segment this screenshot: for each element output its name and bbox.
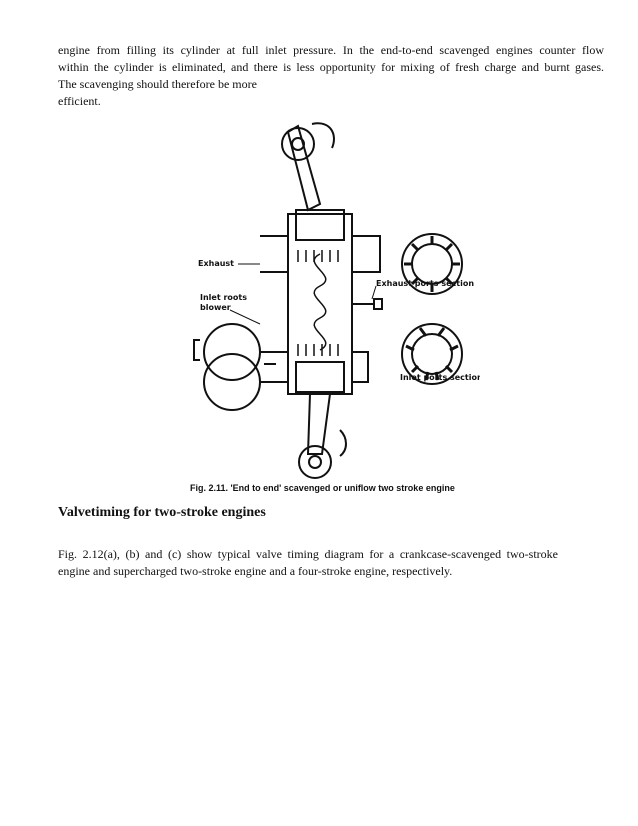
bottom-connecting-rod [306,393,332,455]
body-paragraph-2: Fig. 2.12(a), (b) and (c) show typical v… [58,546,558,580]
swirl-flow-path [313,253,327,351]
top-connecting-rod [286,124,322,212]
inlet-manifold [260,351,289,383]
label-inlet-roots: Inlet roots [200,293,247,302]
exhaust-manifold-right [352,235,381,273]
top-crank-pin [281,127,315,161]
text-line: Fig. 2.12(a), (b) and (c) show typical v… [58,547,558,561]
label-inlet-ports-section: Inlet ports section [400,373,480,382]
text-line: within the cylinder is eliminated, and t… [58,60,604,74]
exhaust-ports-section [401,233,463,295]
roots-blower-rotor-upper [203,323,261,381]
text-line: engine from filling its cylinder at full… [58,43,604,57]
engine-diagram-drawing: Exhaust Inlet roots blower Exhaust ports… [193,122,480,479]
rotation-arrow-bottom [339,429,347,457]
label-exhaust-ports-section: Exhaust ports section [376,279,474,288]
upper-piston [295,209,345,241]
engine-diagram: Exhaust Inlet roots blower Exhaust ports… [180,114,480,484]
exhaust-manifold-left [260,235,289,273]
text-line: The scavenging should therefore be more [58,77,257,91]
lower-piston [295,361,345,393]
roots-blower-rotor-lower [203,353,261,411]
figure-caption: Fig. 2.11. 'End to end' scavenged or uni… [190,483,455,493]
section-heading: Valvetiming for two-stroke engines [58,505,266,520]
text-line: engine and supercharged two-stroke engin… [58,564,453,578]
body-paragraph-1: engine from filling its cylinder at full… [58,42,604,110]
text-line: efficient. [58,94,101,108]
rotation-arrow-top [311,122,335,149]
label-blower: blower [200,303,231,312]
label-exhaust: Exhaust [198,259,234,268]
inlet-ports-section [401,323,463,385]
bottom-crank-pin [298,445,332,479]
